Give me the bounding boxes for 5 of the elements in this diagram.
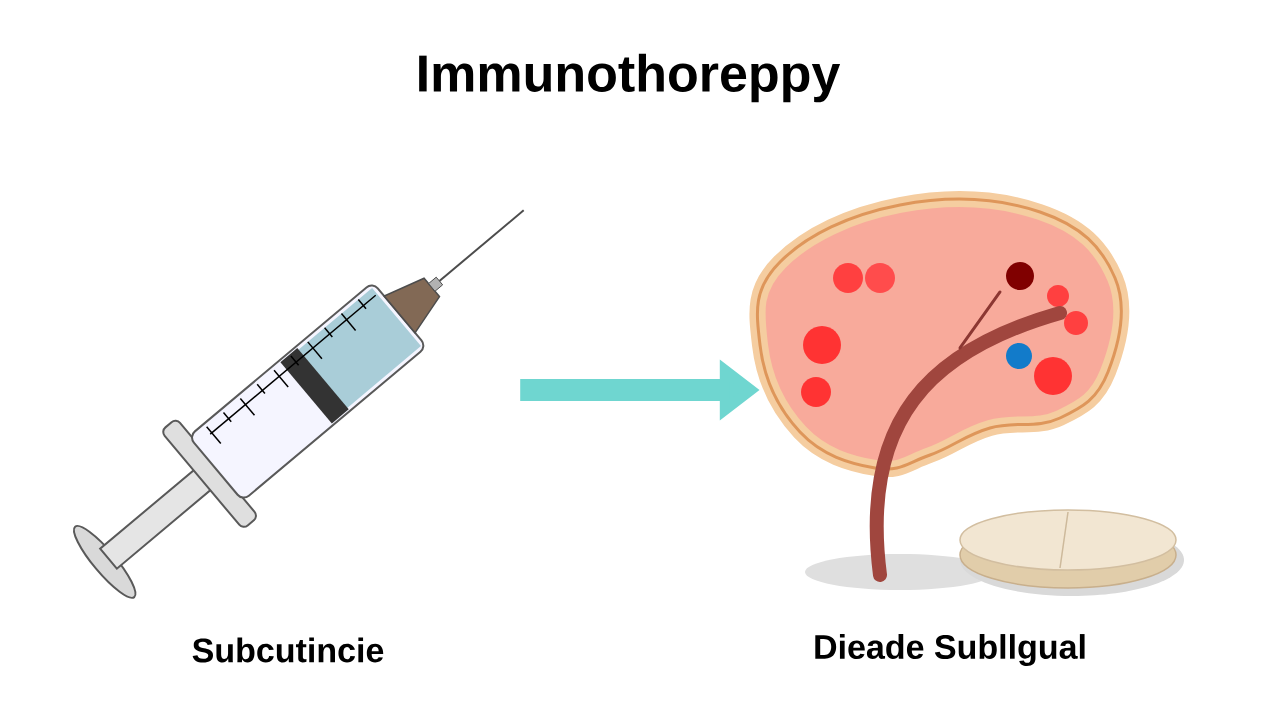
picture-caption: Dieade Subllgual	[815, 634, 1085, 666]
title: Immunothoreppy	[419, 53, 841, 103]
syringe-drawing	[72, 209, 525, 599]
tongue-drawing	[749, 191, 1184, 596]
picture-caption: Subcutincie	[192, 637, 384, 663]
